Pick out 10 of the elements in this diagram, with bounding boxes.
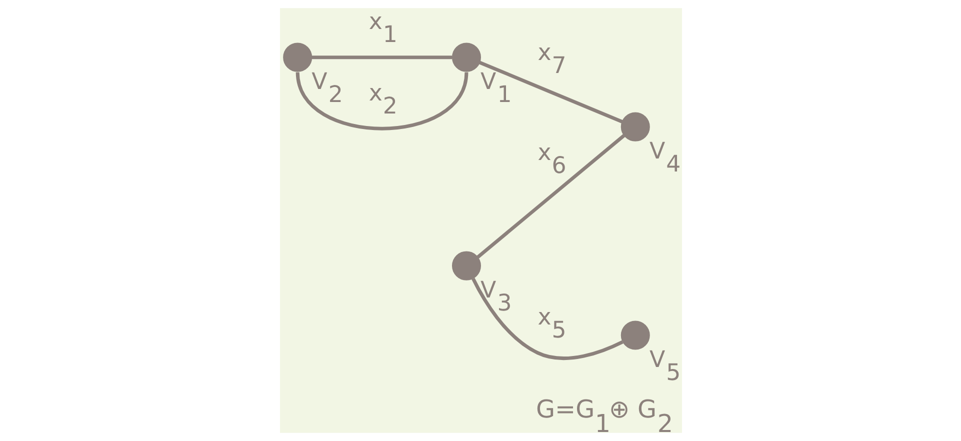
- node-circle: [282, 42, 312, 72]
- connector: [311, 56, 452, 60]
- node-circle: [620, 112, 650, 142]
- connector: [295, 72, 468, 130]
- connector: [476, 134, 625, 258]
- connector: [478, 60, 622, 124]
- node-circle: [451, 251, 480, 280]
- node-circle: [451, 42, 480, 72]
- connector: [471, 278, 623, 360]
- node-circle: [620, 320, 650, 350]
